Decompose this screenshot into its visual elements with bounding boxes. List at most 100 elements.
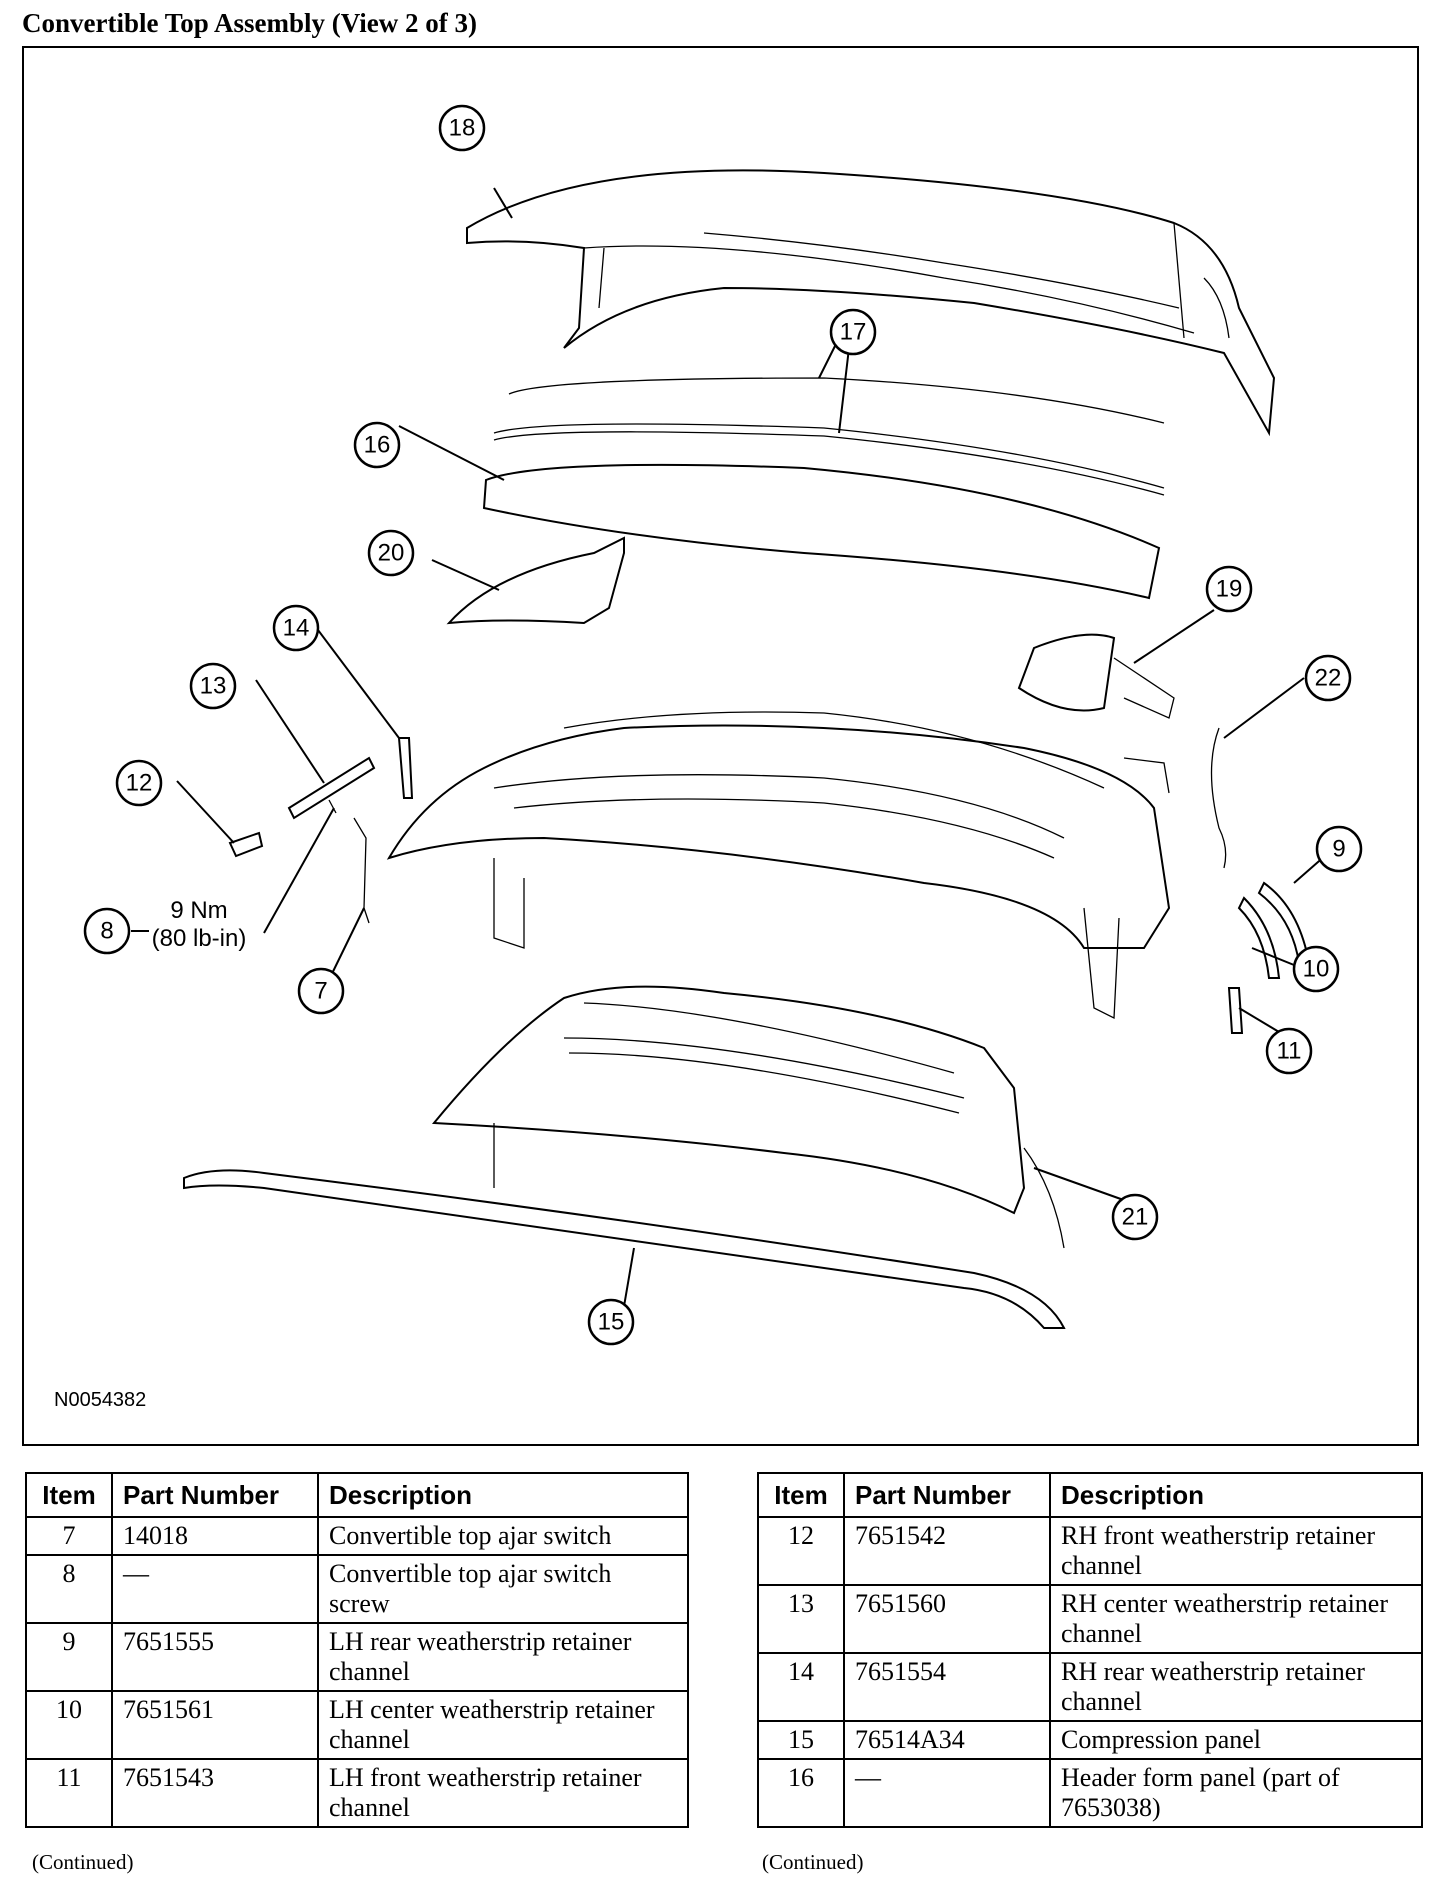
part-number-cell: 7651554 [843,1652,1051,1722]
table-row: 14 7651554 RH rear weatherstrip retainer… [757,1652,1423,1722]
item-cell: 16 [757,1758,845,1828]
item-cell: 11 [25,1758,113,1828]
part-21-boot [431,985,1065,1249]
callout-13: 13 [189,662,237,710]
table-row: 10 7651561 LH center weatherstrip retain… [25,1690,689,1760]
table-row: 9 7651555 LH rear weatherstrip retainer … [25,1622,689,1692]
continued-note-left: (Continued) [32,1850,134,1874]
description-cell: LH front weatherstrip retainer channel [317,1758,689,1828]
description-cell: LH rear weatherstrip retainer channel [317,1622,689,1692]
description-cell: RH center weatherstrip retainer channel [1049,1584,1423,1654]
part-19-bracket [1113,657,1175,719]
svg-text:18: 18 [449,115,476,142]
item-cell: 14 [757,1652,845,1722]
callout-21: 21 [1111,1193,1159,1241]
header-item: Item [25,1472,113,1518]
item-cell: 12 [757,1516,845,1586]
table-header-row: Item Part Number Description [25,1472,689,1518]
header-part-number: Part Number [111,1472,319,1518]
svg-text:9: 9 [1332,836,1345,863]
header-part-number: Part Number [843,1472,1051,1518]
part-number-cell: 7651542 [843,1516,1051,1586]
table-row: 11 7651543 LH front weatherstrip retaine… [25,1758,689,1828]
callout-20: 20 [367,529,415,577]
part-20 [446,536,625,625]
svg-text:14: 14 [283,615,310,642]
part-14 [397,737,414,799]
callout-12: 12 [115,759,163,807]
item-cell: 7 [25,1516,113,1556]
svg-text:7: 7 [314,978,327,1005]
leader-lines [176,187,1335,1319]
table-row: 8 — Convertible top ajar switch screw [25,1554,689,1624]
part-16-header-form-panel [482,463,1161,600]
exploded-view-drawing: 18 17 16 20 19 14 13 22 12 9 8 7 10 11 2… [54,104,1363,1411]
parts-table-left: Item Part Number Description 7 14018 Con… [25,1472,689,1828]
description-cell: RH rear weatherstrip retainer channel [1049,1652,1423,1722]
torque-value: 9 Nm [170,897,227,924]
table-row: 15 76514A34 Compression panel [757,1720,1423,1760]
table-row: 16 — Header form panel (part of 7653038) [757,1758,1423,1828]
svg-text:10: 10 [1303,956,1330,983]
part-10 [1237,896,1281,979]
description-cell: RH front weatherstrip retainer channel [1049,1516,1423,1586]
table-header-row: Item Part Number Description [757,1472,1423,1518]
part-18-top-cover [466,169,1276,437]
callout-17: 17 [829,308,877,356]
callout-14: 14 [272,604,320,652]
callout-19: 19 [1205,565,1253,613]
part-12 [228,831,264,858]
item-cell: 9 [25,1622,113,1692]
item-cell: 15 [757,1720,845,1760]
callout-18: 18 [438,104,486,152]
description-cell: LH center weatherstrip retainer channel [317,1690,689,1760]
part-15-compression-panel [183,1169,1066,1329]
part-19 [1017,633,1116,712]
continued-note-right: (Continued) [762,1850,864,1874]
torque-imperial: (80 lb-in) [152,925,247,952]
part-number-cell: 7651560 [843,1584,1051,1654]
part-number-cell: — [843,1758,1051,1828]
header-item: Item [757,1472,845,1518]
svg-text:15: 15 [598,1309,625,1336]
description-cell: Convertible top ajar switch screw [317,1554,689,1624]
svg-text:17: 17 [840,319,867,346]
svg-text:19: 19 [1216,576,1243,603]
description-cell: Compression panel [1049,1720,1423,1760]
item-cell: 13 [757,1584,845,1654]
part-11 [1227,987,1244,1034]
part-7-switch [353,817,370,924]
callout-8: 8 [83,907,131,955]
part-17-bows [493,377,1165,496]
svg-text:16: 16 [364,432,391,459]
table-row: 13 7651560 RH center weatherstrip retain… [757,1584,1423,1654]
callout-10: 10 [1292,945,1340,993]
part-main-frame [386,711,1171,1020]
part-22-tab [1123,757,1170,794]
callout-7: 7 [297,967,345,1015]
svg-text:21: 21 [1122,1204,1149,1231]
callout-9: 9 [1315,825,1363,873]
header-description: Description [1049,1472,1423,1518]
part-number-cell: 7651543 [111,1758,319,1828]
part-22 [1210,727,1227,869]
callout-16: 16 [353,421,401,469]
svg-text:8: 8 [100,918,113,945]
header-description: Description [317,1472,689,1518]
part-number-cell: 7651561 [111,1690,319,1760]
figure-id: N0054382 [54,1389,146,1411]
part-8-screw [328,799,337,814]
part-number-cell: 14018 [111,1516,319,1556]
svg-text:12: 12 [126,770,153,797]
svg-text:22: 22 [1315,665,1342,692]
page-title: Convertible Top Assembly (View 2 of 3) [22,8,478,38]
part-number-cell: 76514A34 [843,1720,1051,1760]
part-number-cell: 7651555 [111,1622,319,1692]
table-row: 12 7651542 RH front weatherstrip retaine… [757,1516,1423,1586]
part-number-cell: — [111,1554,319,1624]
callout-15: 15 [587,1298,635,1346]
callout-11: 11 [1265,1027,1313,1075]
item-cell: 8 [25,1554,113,1624]
callout-22: 22 [1304,654,1352,702]
parts-table-right: Item Part Number Description 12 7651542 … [757,1472,1423,1828]
